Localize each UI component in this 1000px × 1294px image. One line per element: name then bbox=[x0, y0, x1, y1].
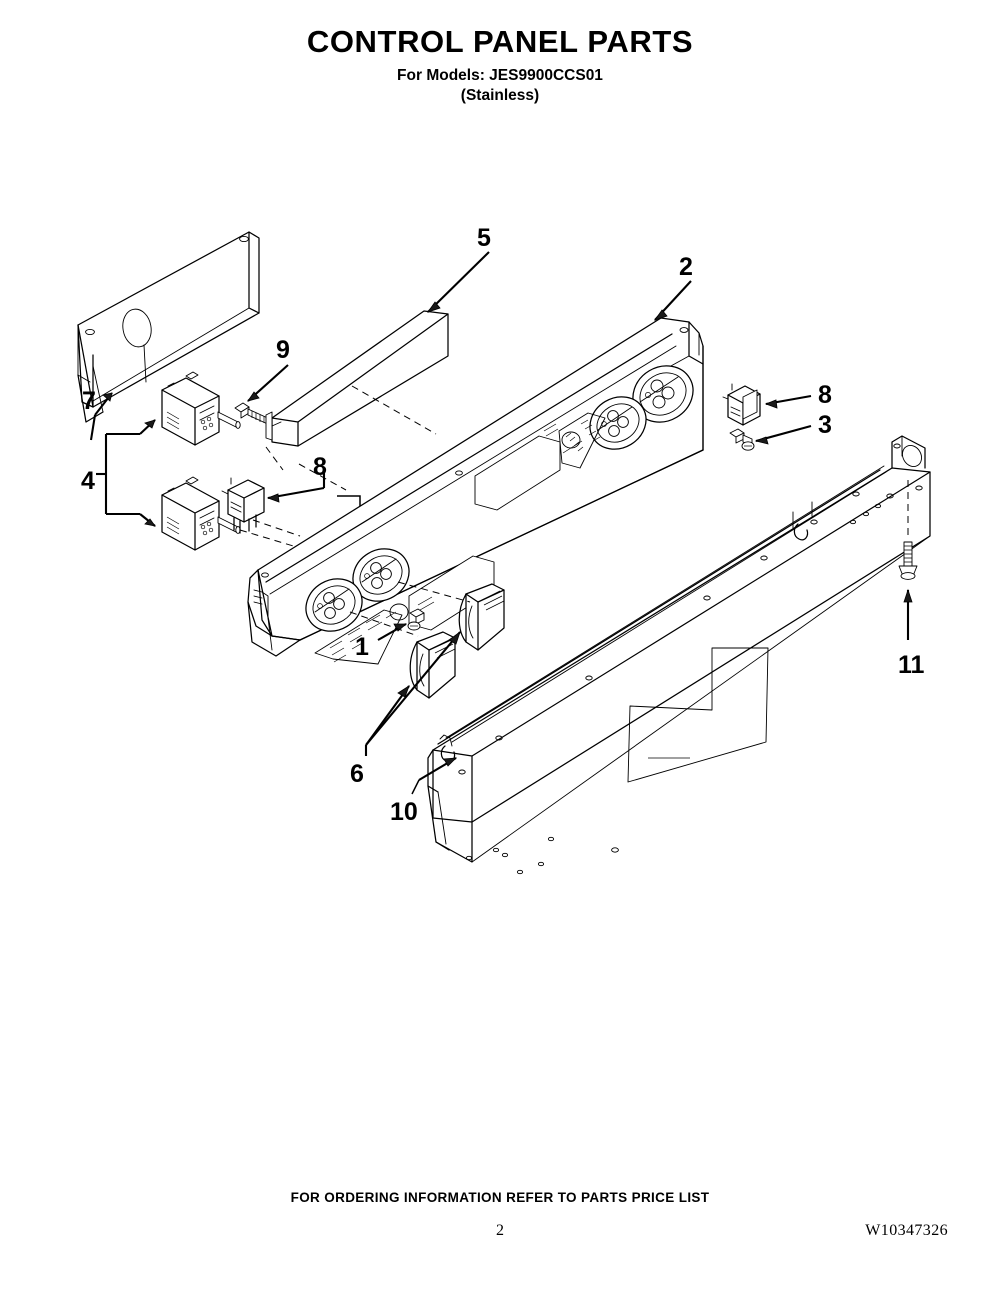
callout-label-8-left: 8 bbox=[313, 453, 327, 481]
assembly-dash-lines bbox=[239, 385, 437, 549]
page-footer: FOR ORDERING INFORMATION REFER TO PARTS … bbox=[0, 1174, 1000, 1294]
callout-leader-9 bbox=[247, 364, 289, 402]
callout-label-7: 7 bbox=[82, 387, 96, 415]
callout-label-5: 5 bbox=[477, 224, 491, 252]
callout-label-3: 3 bbox=[818, 411, 832, 439]
callout-leader-8-right bbox=[764, 394, 812, 409]
callout-label-6: 6 bbox=[350, 760, 364, 788]
callout-leader-2 bbox=[653, 280, 692, 321]
part-screw-knob-retainer bbox=[407, 608, 425, 631]
part-rocker-switch-right bbox=[722, 383, 761, 426]
part-lower-mounting-bracket bbox=[427, 435, 931, 875]
part-surface-element-switch-lower bbox=[161, 476, 241, 551]
panel-burner-dials-left bbox=[305, 548, 410, 632]
page-title: CONTROL PANEL PARTS bbox=[306, 24, 694, 59]
panel-key-marks-left bbox=[329, 611, 397, 663]
callout-label-11: 11 bbox=[898, 651, 925, 679]
part-control-knob-right bbox=[458, 583, 505, 651]
callout-leader-5 bbox=[426, 251, 490, 313]
panel-display-cluster-right bbox=[474, 412, 606, 511]
page-header: CONTROL PANEL PARTS For Models: JES9900C… bbox=[0, 24, 1000, 106]
ordering-note: FOR ORDERING INFORMATION REFER TO PARTS … bbox=[290, 1190, 710, 1205]
exploded-diagram: 7 bbox=[0, 150, 1000, 910]
callout-leader-10 bbox=[411, 757, 458, 795]
finish-line: (Stainless) bbox=[460, 86, 540, 104]
part-screw-bracket-mount bbox=[898, 480, 918, 580]
callout-label-2: 2 bbox=[679, 253, 693, 281]
part-rocker-switch-left bbox=[221, 477, 265, 534]
callout-label-10: 10 bbox=[390, 798, 418, 826]
panel-key-marks-right bbox=[562, 419, 601, 454]
part-surface-element-switch-upper bbox=[161, 371, 241, 446]
callout-leader-3 bbox=[754, 424, 812, 445]
burner-dial-3 bbox=[589, 396, 647, 450]
page-number: 2 bbox=[496, 1222, 504, 1239]
callout-leader-4 bbox=[96, 419, 156, 527]
models-line: For Models: JES9900CCS01 bbox=[397, 66, 603, 84]
part-rear-cover-panel bbox=[77, 231, 260, 423]
knob-assembly-dash bbox=[349, 581, 471, 637]
callout-label-4: 4 bbox=[81, 467, 95, 495]
callout-leader-7 bbox=[89, 392, 113, 441]
document-number: W10347326 bbox=[865, 1222, 948, 1239]
callout-leader-1 bbox=[377, 623, 408, 641]
part-panel-trim-block bbox=[265, 310, 449, 447]
burner-dial-4 bbox=[632, 365, 694, 423]
panel-burner-dials-right bbox=[589, 365, 694, 450]
burner-dial-1 bbox=[305, 578, 363, 632]
callout-label-1: 1 bbox=[355, 633, 369, 661]
callout-leader-6 bbox=[364, 630, 461, 756]
part-screw-switch-mount bbox=[729, 428, 755, 451]
callout-label-8-right: 8 bbox=[818, 381, 832, 409]
callout-label-9: 9 bbox=[276, 336, 290, 364]
callout-leader-11 bbox=[903, 588, 913, 640]
